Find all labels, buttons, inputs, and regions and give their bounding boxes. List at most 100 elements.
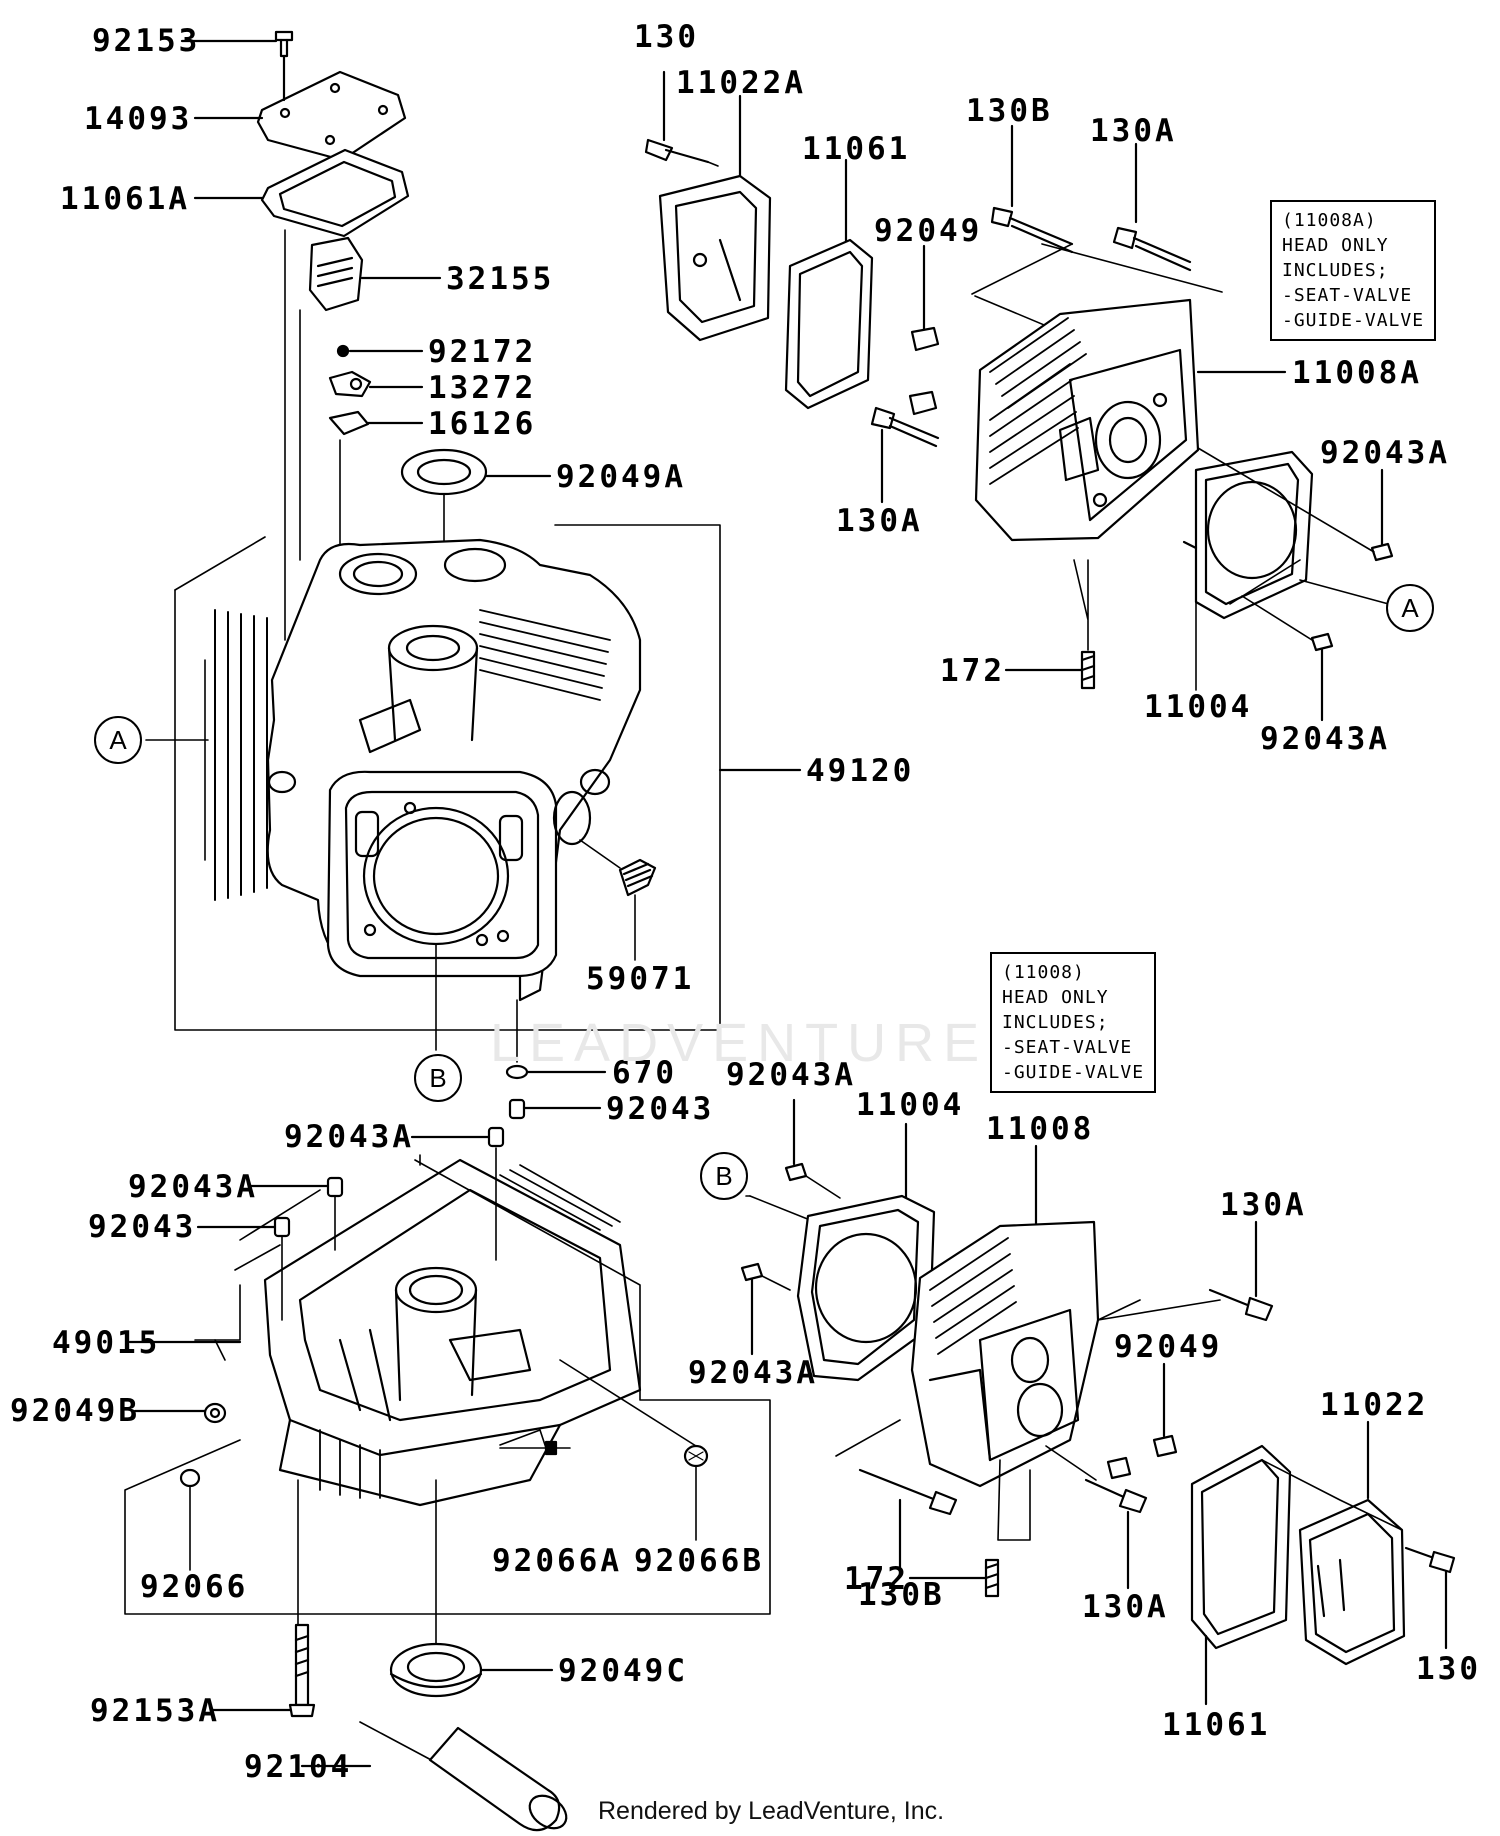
callout-92043A-b2: 92043A [688,1355,818,1391]
seal-92049B [133,1402,227,1424]
rocker-cover-11022A [658,94,772,342]
plate-13272 [328,370,424,398]
note-line: HEAD ONLY [1282,235,1389,256]
callout-13272: 13272 [428,370,537,406]
callout-11061-bottom: 11061 [1162,1707,1271,1743]
bolt-130A-top [1112,142,1192,272]
callout-130B-bottom: 130B [858,1577,945,1613]
callout-49015: 49015 [52,1325,161,1361]
marker-A-left: A [94,716,142,764]
screw-92172 [336,344,424,358]
washer-670 [505,999,607,1080]
note-line: INCLUDES; [1282,260,1389,281]
gasket-11061A [193,148,410,238]
callout-11061A: 11061A [60,181,190,217]
seal-92049A [400,448,552,496]
callout-11004-bottom: 11004 [856,1087,965,1123]
callout-92172: 92172 [428,334,537,370]
bolt-130A-mid [870,406,940,504]
callout-172-top: 172 [940,653,1005,689]
dowel-92043A-r2 [1310,632,1334,722]
breather-32155 [308,236,442,312]
cover-plate-14093 [193,54,407,162]
bolt-130B-top [990,124,1074,254]
plug-92066B [559,1359,709,1541]
callout-11008: 11008 [986,1111,1095,1147]
callout-11022: 11022 [1320,1387,1429,1423]
callout-92043A-1: 92043A [284,1119,414,1155]
cylinder-head-11008 [910,1144,1221,1541]
callout-11061-top: 11061 [802,131,911,167]
plug-92049-top [908,244,940,416]
callout-130A-b2: 130A [1082,1589,1169,1625]
dowel-92043A-b1 [784,1098,841,1199]
note-line: -GUIDE-VALVE [1282,310,1425,331]
callout-130-bottom: 130 [1416,1651,1481,1687]
callout-92049-top: 92049 [874,213,983,249]
bolt-130-bottom [1404,1546,1456,1650]
note-head-11008: (11008) HEAD ONLY INCLUDES; -SEAT-VALVE … [990,952,1157,1093]
stud-172-bottom [908,1558,1000,1598]
rocker-cover-11022 [1261,1420,1406,1666]
plug-92066 [179,1468,201,1571]
callout-92104: 92104 [244,1749,353,1785]
callout-92066A: 92066A [492,1543,622,1579]
sealant-tube-92104 [300,1721,568,1832]
marker-B-left: B [414,1054,462,1102]
callout-92043A-b1: 92043A [726,1057,856,1093]
callout-130-top: 130 [634,19,699,55]
cylinder-head-11008A [974,298,1287,542]
callout-92043A-r2: 92043A [1260,721,1390,757]
callout-130A-mid: 130A [836,503,923,539]
dowel-92043A-b2 [740,1262,791,1356]
callout-130A-b1: 130A [1220,1187,1307,1223]
callout-92066: 92066 [140,1569,249,1605]
callout-92153: 92153 [92,23,201,59]
note-head-11008A: (11008A) HEAD ONLY INCLUDES; -SEAT-VALVE… [1270,200,1437,341]
callout-11022A: 11022A [676,65,806,101]
callout-32155: 32155 [446,261,555,297]
bolt-130A-b2 [1045,1445,1148,1590]
callout-130B-top: 130B [966,93,1053,129]
callout-130A-top: 130A [1090,113,1177,149]
callout-92049-bottom: 92049 [1114,1329,1223,1365]
callout-92153A: 92153A [90,1693,220,1729]
callout-11004-top: 11004 [1144,689,1253,725]
head-gasket-11004-bottom [796,1122,936,1382]
watermark-text: LEADVENTURE [490,1013,989,1073]
callout-92066B: 92066B [634,1543,764,1579]
marker-B-right: B [700,1152,748,1200]
callout-670: 670 [612,1055,677,1091]
head-gasket-11004-top [1182,450,1314,691]
dowel-92043-top [508,1098,602,1120]
note-line: -SEAT-VALVE [1002,1037,1133,1058]
callout-49120: 49120 [806,753,915,789]
callout-92049A: 92049A [556,459,686,495]
dowel-92043A-r1 [1370,468,1394,562]
gasket-11061-top [784,158,874,410]
bolt-130B-bottom [835,1419,958,1576]
seal-92049C [389,1479,554,1698]
callout-16126: 16126 [428,406,537,442]
callout-92049C: 92049C [558,1653,688,1689]
callout-92043-top: 92043 [606,1091,715,1127]
note-line: HEAD ONLY [1002,987,1109,1008]
note-line: (11008A) [1282,210,1377,231]
footer-credit: Rendered by LeadVenture, Inc. [598,1797,945,1825]
plug-92066A [499,1429,571,1456]
callout-172-bottom: 172 [844,1561,909,1597]
spring-59071 [579,839,657,961]
bolt-130-top [644,70,719,167]
callout-92043-left: 92043 [88,1209,197,1245]
note-line: (11008) [1002,962,1085,983]
callout-11008A: 11008A [1292,355,1422,391]
bolt-92153A [210,1479,316,1718]
stud-172-top [1004,559,1096,690]
bolt-130A-b1 [1208,1220,1274,1322]
callout-92049B: 92049B [10,1393,140,1429]
plug-92049-bottom [1106,1362,1178,1480]
note-line: INCLUDES; [1002,1012,1109,1033]
note-line: -GUIDE-VALVE [1002,1062,1145,1083]
